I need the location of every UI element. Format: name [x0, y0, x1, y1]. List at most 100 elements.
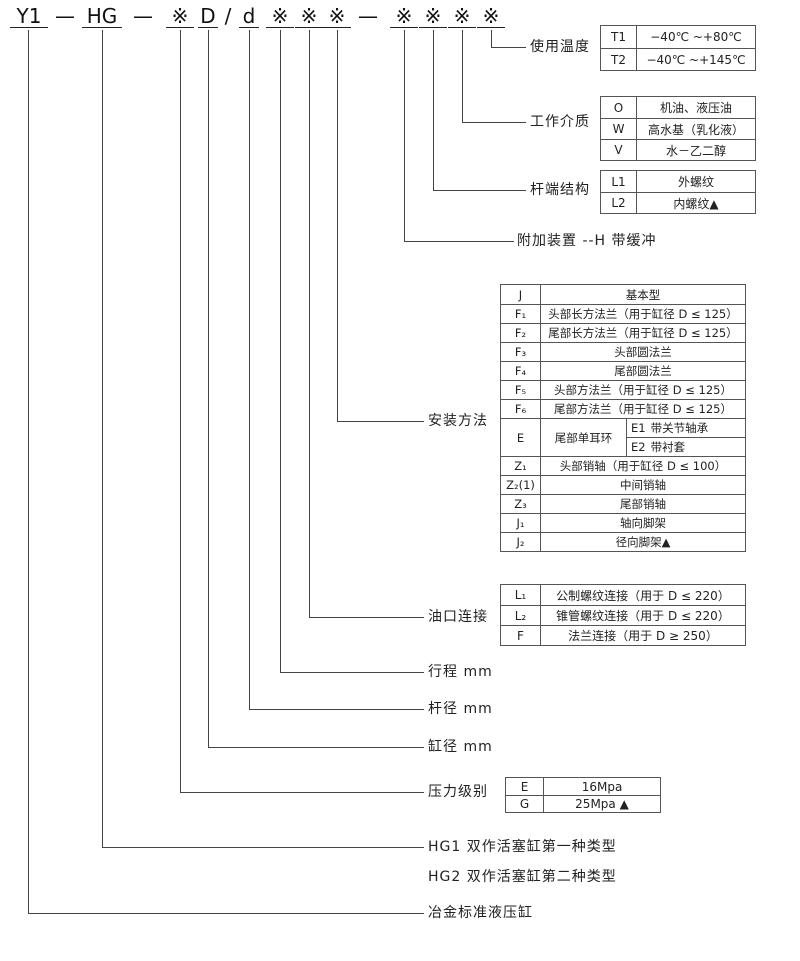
leader-vertical-base [28, 30, 29, 913]
leader-horizontal-type [102, 847, 424, 848]
table-cell-code: Z₁ [501, 457, 541, 475]
table-row: T2 −40℃ ~+145℃ [601, 48, 755, 70]
table-cell-code: E [506, 778, 544, 795]
leader-horizontal-bore [208, 747, 424, 748]
table-cell-desc: 公制螺纹连接（用于 D ≤ 220） [556, 588, 730, 603]
table-row: F₂ 尾部长方法兰（用于缸径 D ≤ 125） [501, 323, 745, 342]
table-cell-desc: 基本型 [625, 287, 661, 302]
table-row-ear-ring: E 尾部单耳环 E1 带关节轴承 E2 带衬套 [501, 418, 745, 456]
table-subcell-code: E2 [631, 440, 646, 455]
code-separator: — [358, 4, 378, 28]
table-row: F₅ 头部方法兰（用于缸径 D ≤ 125） [501, 380, 745, 399]
table-subcolumn: E1 带关节轴承 E2 带衬套 [627, 419, 745, 456]
leader-horizontal-oil-port [309, 617, 424, 618]
label-pressure: 压力级别 [428, 784, 488, 800]
code-separator: / [224, 4, 232, 28]
table-subcell-code: E1 [631, 421, 646, 436]
label-type1: HG1 双作活塞缸第一种类型 [428, 839, 617, 855]
table-cell-code: F₄ [501, 362, 541, 380]
table-row: W 高水基（乳化液） [601, 118, 755, 139]
table-cell-code: Z₂(1) [501, 476, 541, 494]
code-separator: — [55, 4, 75, 28]
leader-vertical-bore [208, 30, 209, 747]
code-part-pressure: ※ [166, 5, 194, 28]
table-cell-code: O [601, 97, 637, 118]
code-part-rod: d [239, 5, 259, 28]
mounting-table: J 基本型 F₁ 头部长方法兰（用于缸径 D ≤ 125） F₂ 尾部长方法兰（… [500, 284, 746, 552]
leader-vertical-oil-port [309, 30, 310, 617]
table-cell-desc: 外螺纹 [677, 175, 714, 189]
table-cell-code: L2 [601, 193, 637, 213]
leader-horizontal-rod-diameter [249, 709, 424, 710]
leader-vertical-rod-end [433, 30, 434, 190]
table-cell-desc: 头部销轴（用于缸径 D ≤ 100） [559, 459, 727, 473]
table-row: L2 内螺纹▲ [601, 192, 755, 213]
table-cell-code: L1 [601, 171, 637, 192]
table-row: F₄ 尾部圆法兰 [501, 361, 745, 380]
leader-horizontal-medium [462, 122, 526, 123]
code-part-mounting: ※ [323, 5, 351, 28]
code-part-attachment: ※ [390, 5, 418, 28]
leader-horizontal-mounting [337, 421, 424, 422]
code-part-temperature: ※ [477, 5, 505, 28]
table-cell-desc: −40℃ ~+80℃ [650, 30, 742, 44]
label-oil-port: 油口连接 [428, 609, 488, 625]
table-cell-code: F₅ [501, 381, 541, 399]
leader-horizontal-attachment [404, 241, 514, 242]
table-cell-desc: −40℃ ~+145℃ [646, 52, 746, 67]
table-cell-desc: 16Mpa [581, 779, 623, 794]
table-cell-desc: 机油、液压油 [659, 101, 732, 115]
code-part-type: HG [82, 5, 122, 28]
table-cell-desc: 轴向脚架 [620, 516, 666, 530]
label-stroke: 行程 mm [428, 664, 493, 680]
code-part-medium: ※ [448, 5, 476, 28]
code-part-bore: D [198, 5, 218, 28]
table-subcell-desc: 带衬套 [650, 440, 686, 455]
table-cell-desc: 尾部单耳环 [541, 419, 627, 456]
table-cell-desc: 水－乙二醇 [665, 143, 726, 158]
table-row: Z₁ 头部销轴（用于缸径 D ≤ 100） [501, 456, 745, 475]
table-cell-code: L₁ [501, 585, 541, 605]
label-attachment: 附加装置 --H 带缓冲 [517, 233, 657, 249]
table-row: Z₃ 尾部销轴 [501, 494, 745, 513]
table-row: F₆ 尾部方法兰（用于缸径 D ≤ 125） [501, 399, 745, 418]
leader-vertical-rod-diameter [249, 30, 250, 709]
label-rod-end: 杆端结构 [530, 182, 590, 198]
table-cell-code: V [601, 140, 637, 160]
temperature-table: T1 −40℃ ~+80℃ T2 −40℃ ~+145℃ [600, 25, 756, 71]
table-row: G 25Mpa ▲ [506, 795, 660, 812]
table-cell-code: J₁ [501, 514, 541, 532]
label-medium: 工作介质 [530, 114, 590, 130]
table-cell-desc: 中间销轴 [620, 478, 666, 492]
label-mounting: 安装方法 [428, 413, 488, 429]
table-cell-desc: 头部圆法兰 [614, 345, 672, 359]
table-cell-code: E [501, 419, 541, 456]
table-subcell-desc: 带关节轴承 [650, 421, 709, 436]
leader-vertical-pressure [180, 30, 181, 792]
table-row: J 基本型 [501, 285, 745, 304]
table-cell-code: F₂ [501, 324, 541, 342]
table-row: L₁ 公制螺纹连接（用于 D ≤ 220） [501, 585, 745, 605]
table-cell-desc: 内螺纹▲ [673, 196, 719, 211]
table-cell-desc: 头部方法兰（用于缸径 D ≤ 125） [554, 383, 732, 397]
table-row: J₁ 轴向脚架 [501, 513, 745, 532]
table-row: O 机油、液压油 [601, 97, 755, 118]
table-row: F 法兰连接（用于 D ≥ 250） [501, 625, 745, 645]
table-cell-code: T2 [601, 49, 637, 70]
pressure-table: E 16Mpa G 25Mpa ▲ [505, 777, 661, 813]
table-cell-desc: 高水基（乳化液） [647, 122, 744, 137]
table-cell-code: G [506, 796, 544, 812]
table-cell-desc: 尾部方法兰（用于缸径 D ≤ 125） [554, 402, 732, 416]
table-cell-code: F₃ [501, 343, 541, 361]
label-type2: HG2 双作活塞缸第二种类型 [428, 869, 617, 885]
leader-horizontal-base [28, 913, 424, 914]
leader-vertical-temperature [491, 30, 492, 47]
leader-vertical-type [102, 30, 103, 847]
table-cell-desc: 头部长方法兰（用于缸径 D ≤ 125） [548, 307, 738, 321]
table-cell-desc: 尾部销轴 [620, 497, 666, 511]
leader-vertical-medium [462, 30, 463, 122]
code-part-series: Y1 [10, 5, 48, 28]
table-row: F₃ 头部圆法兰 [501, 342, 745, 361]
leader-horizontal-rod-end [433, 190, 526, 191]
table-row: Z₂(1) 中间销轴 [501, 475, 745, 494]
